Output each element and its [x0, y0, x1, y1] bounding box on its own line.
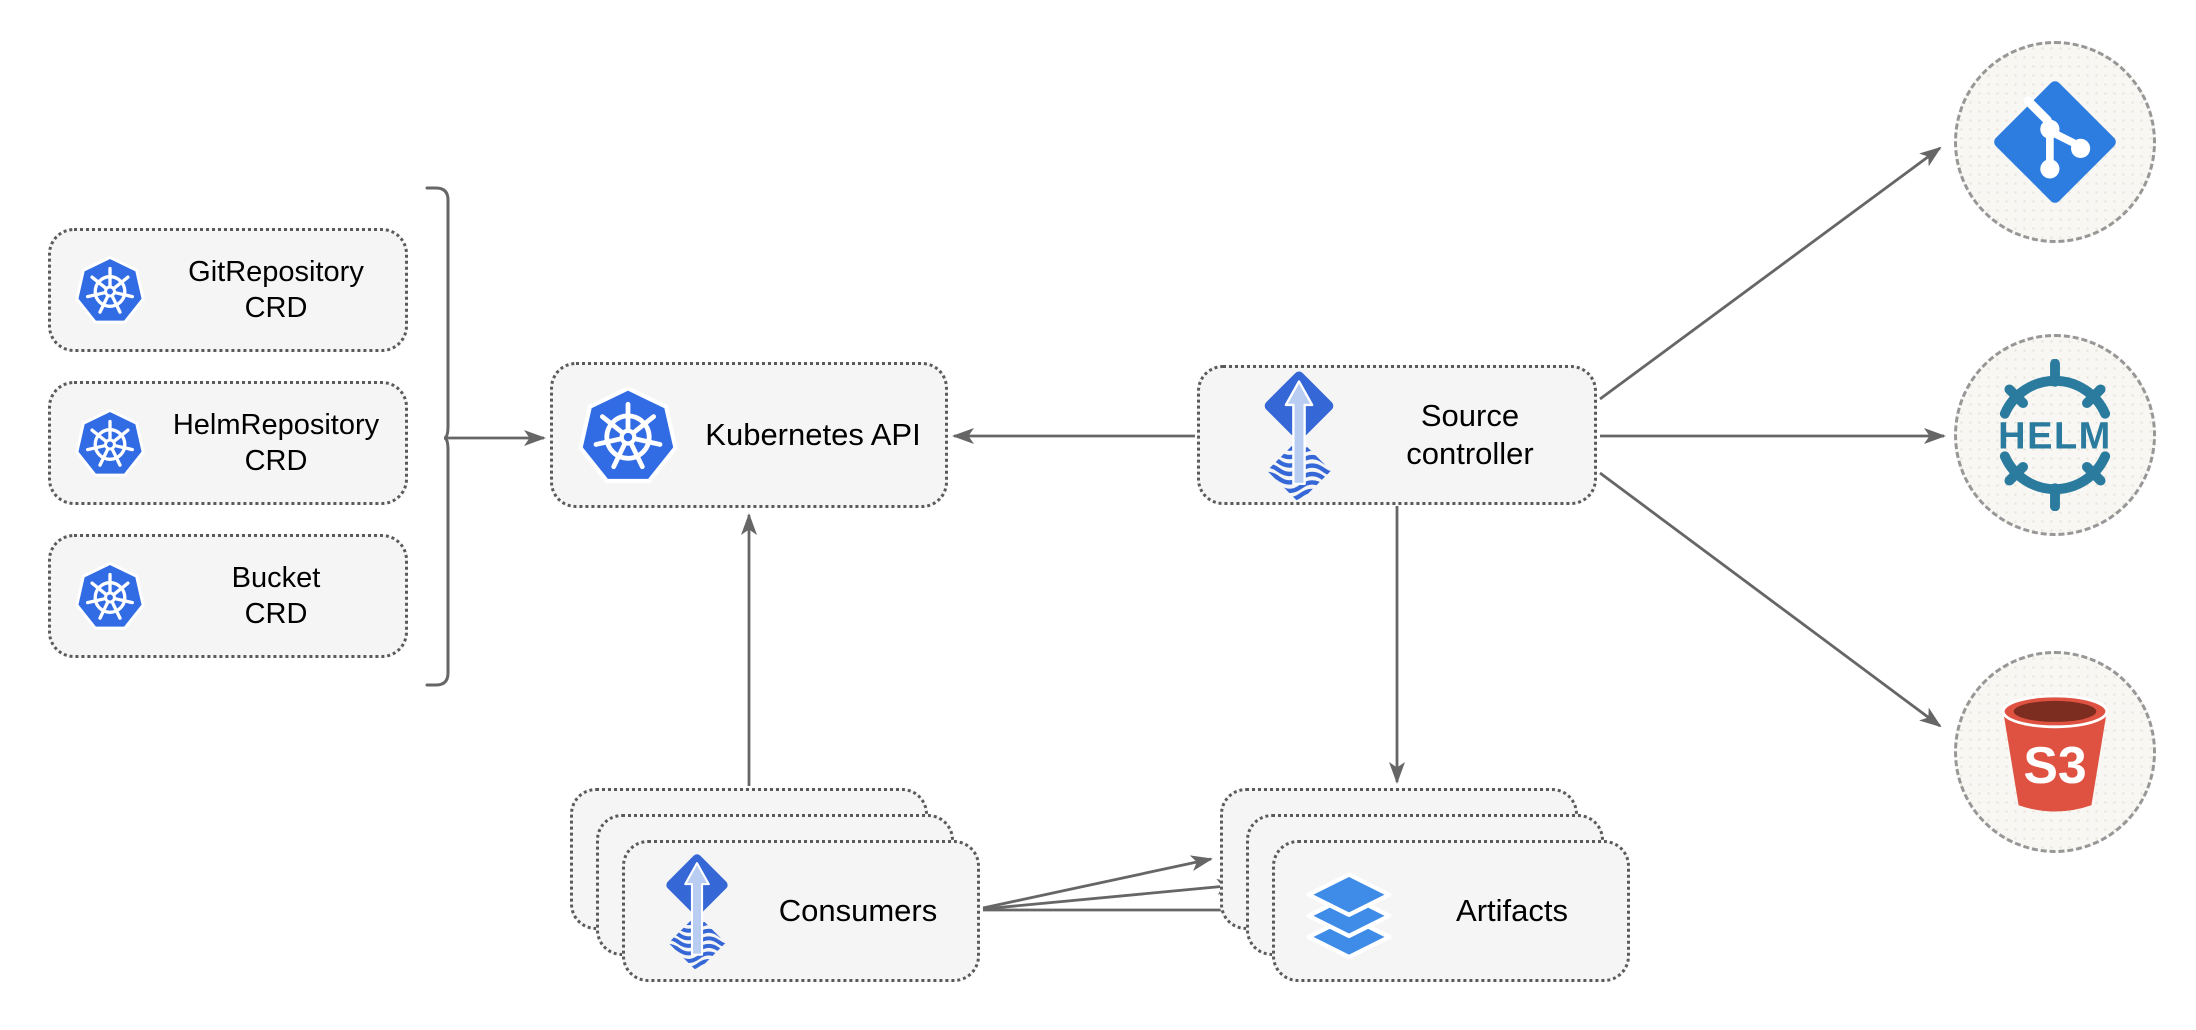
node-consumers-label: Consumers: [778, 893, 938, 928]
flux-source-controller-icon: [1252, 369, 1346, 501]
crd-group-brace: [425, 186, 450, 687]
s3-icon-text: S3: [2023, 736, 2086, 794]
arrow-source-controller-to-s3: [1599, 471, 1942, 728]
git-icon: [1994, 81, 2116, 203]
arrow-source-controller-to-git: [1599, 146, 1942, 401]
external-git-repository: [1954, 41, 2156, 243]
s3-bucket-icon: S3: [2001, 694, 2109, 812]
arrow-consumers-to-artifacts-2: [982, 878, 1239, 911]
node-kubernetes-api: Kubernetes API: [550, 362, 948, 508]
kubernetes-icon: [575, 382, 681, 488]
kubernetes-icon: [73, 253, 147, 327]
kubernetes-icon: [73, 559, 147, 633]
node-kubernetes-api-label: Kubernetes API: [705, 417, 921, 452]
node-consumers: Consumers: [622, 840, 980, 982]
arrow-consumers-to-artifacts-1: [982, 855, 1213, 910]
external-s3-bucket: S3: [1954, 651, 2156, 853]
node-artifacts: Artifacts: [1272, 840, 1630, 982]
flux-source-controller-icon: [655, 852, 739, 970]
kubernetes-icon: [73, 406, 147, 480]
external-helm-repository: HELM: [1954, 334, 2156, 536]
layers-icon: [1301, 863, 1397, 959]
helm-icon: HELM: [1998, 359, 2112, 511]
helm-icon-text: HELM: [1998, 416, 2112, 458]
node-artifacts-label: Artifacts: [1456, 893, 1568, 928]
